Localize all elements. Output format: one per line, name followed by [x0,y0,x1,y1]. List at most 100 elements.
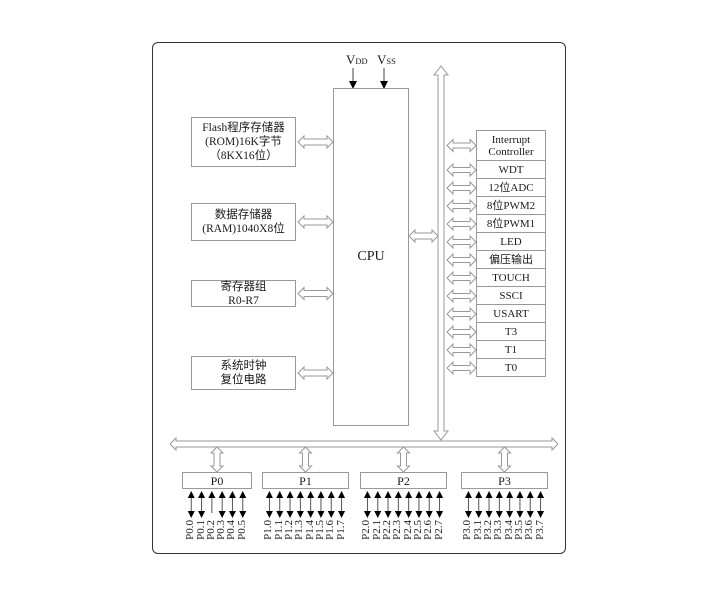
pin-down-arrow-icon [187,511,195,518]
pin-up-arrow-icon [464,491,472,498]
vss-label: VSS [377,52,396,67]
peripheral-block: LED [476,233,546,251]
pin-down-arrow-icon [265,511,273,518]
pin-up-arrow-icon [276,491,284,498]
pin-down-arrow-icon [425,511,433,518]
pin-down-arrow-icon [475,511,483,518]
peripheral-label: TOUCH [492,271,530,284]
pin-down-arrow-icon [495,511,503,518]
peripheral-block: 8位PWM2 [476,197,546,215]
peripheral-label: 8位PWM2 [486,199,536,212]
peripheral-block: T3 [476,323,546,341]
pin-down-arrow-icon [485,511,493,518]
pin-up-arrow-icon [394,491,402,498]
pin-label: P3.7 [533,520,546,540]
pin-down-arrow-icon [405,511,413,518]
block-label: (ROM)16K字节 [205,136,282,148]
pin-down-arrow-icon [239,511,247,518]
peripheral-label: Interrupt [491,133,531,146]
cpu-bus-arrow [408,228,439,244]
pin-up-arrow-icon [374,491,382,498]
port-block: P0 [182,472,252,489]
pin-down-arrow-icon [276,511,284,518]
peripheral-bus-arrow [446,360,477,376]
pin-up-arrow-icon [307,491,315,498]
pin-up-arrow-icon [415,491,423,498]
pin-up-arrow-icon [317,491,325,498]
peripheral-bus-arrow [446,198,477,214]
peripheral-block: WDT [476,161,546,179]
vdd-label: VDD [346,52,368,67]
peripheral-bus-arrow [446,162,477,178]
port-label: P0 [210,473,224,488]
peripheral-block: TOUCH [476,269,546,287]
peripheral-block: 8位PWM1 [476,215,546,233]
pin-down-arrow-icon [338,511,346,518]
pin-down-arrow-icon [464,511,472,518]
peripheral-block: SSCI [476,287,546,305]
port-bus-arrow [396,446,411,473]
peripheral-label: USART [493,307,529,320]
pin-up-arrow-icon [327,491,335,498]
pin-up-arrow-icon [363,491,371,498]
port-bus-arrow [209,446,225,473]
pin-down-arrow-icon [198,511,206,518]
block-cpu-arrow [297,214,334,230]
pin-up-arrow-icon [208,491,216,498]
peripheral-bus-arrow [446,306,477,322]
peripheral-block: T1 [476,341,546,359]
pin-up-arrow-icon [286,491,294,498]
pin-down-arrow-icon [394,511,402,518]
pin-down-arrow-icon [506,511,514,518]
peripheral-bus-arrow [446,216,477,232]
pin-down-arrow-icon [537,511,545,518]
pin-up-arrow-icon [425,491,433,498]
pin-down-arrow-icon [296,511,304,518]
peripheral-bus-arrow [446,270,477,286]
block-cpu-arrow [297,134,334,150]
pin-up-arrow-icon [436,491,444,498]
block-label: 系统时钟 [220,360,267,372]
block-label: （8KX16位） [209,150,278,162]
peripheral-label: T1 [504,343,518,356]
pin-up-arrow-icon [338,491,346,498]
pin-label: P1.7 [334,520,347,540]
port-block: P2 [360,472,447,489]
vdd-arrow-icon [349,81,357,89]
peripheral-label: SSCI [499,289,523,302]
peripheral-label: T0 [504,361,518,374]
pin-down-arrow-icon [307,511,315,518]
peripheral-bus-arrow [446,180,477,196]
internal-bus [432,65,450,441]
peripheral-block: T0 [476,359,546,377]
block-label: R0-R7 [228,294,259,307]
block-cpu-arrow [297,365,334,381]
pin-down-arrow-icon [317,511,325,518]
pin-down-arrow-icon [415,511,423,518]
pin-up-arrow-icon [384,491,392,498]
pin-down-arrow-icon [526,511,534,518]
memory-block: 系统时钟复位电路 [191,356,296,390]
pin-up-arrow-icon [239,491,247,498]
pin-down-arrow-icon [384,511,392,518]
peripheral-label: 偏压输出 [489,253,533,266]
peripheral-label: Controller [488,145,534,158]
peripheral-bus-arrow [446,324,477,340]
pin-up-arrow-icon [198,491,206,498]
cpu-block: CPU [333,88,409,426]
peripheral-bus-arrow [446,288,477,304]
memory-block: Flash程序存储器(ROM)16K字节（8KX16位） [191,117,296,167]
pin-down-arrow-icon [374,511,382,518]
pin-up-arrow-icon [526,491,534,498]
pin-up-arrow-icon [296,491,304,498]
peripheral-block: 12位ADC [476,179,546,197]
pin-up-arrow-icon [218,491,226,498]
port-bus-arrow [497,446,512,473]
pin-up-arrow-icon [506,491,514,498]
peripheral-label: T3 [504,325,518,338]
peripheral-label: 12位ADC [488,181,534,194]
peripheral-label: 8位PWM1 [486,217,536,230]
block-label: 寄存器组 [220,280,267,293]
port-block: P1 [262,472,349,489]
